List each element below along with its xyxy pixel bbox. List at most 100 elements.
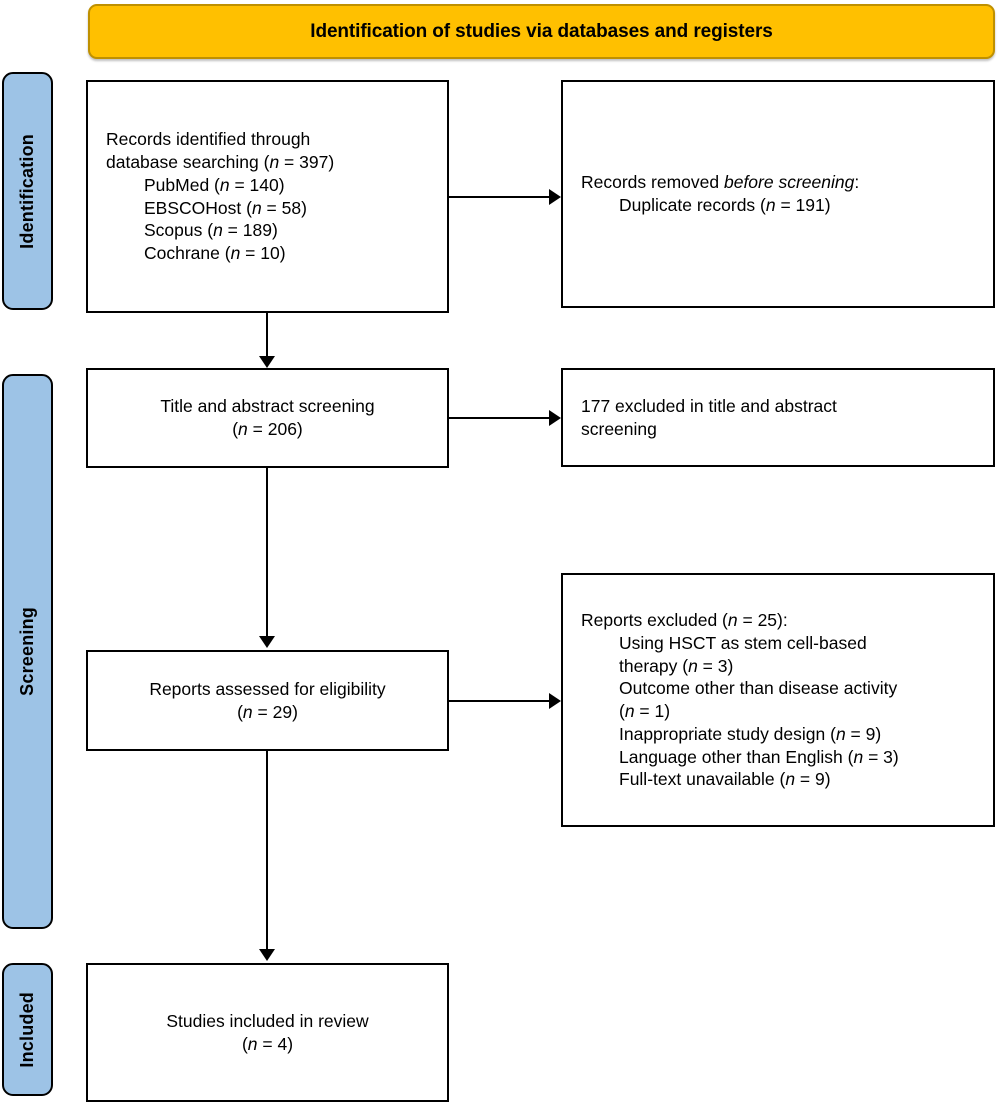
arrow-eligibility-to-excluded-line [449, 700, 551, 702]
records-identified-line2-n: n [269, 152, 280, 172]
reason-text-7: Full-text unavailable ( [619, 769, 786, 790]
reason-text-5: Inappropriate study design ( [619, 723, 836, 744]
box-reports-eligibility: Reports assessed for eligibility (n = 29… [86, 650, 449, 751]
reason-line-3: Outcome other than disease activity [581, 677, 993, 700]
phase-label-identification: Identification [17, 133, 37, 249]
arrow-eligibility-to-excluded-head-icon [549, 693, 561, 709]
phase-label-included: Included [17, 991, 37, 1068]
source-name-pubmed: PubMed ( [144, 174, 220, 195]
eligibility-line2-n: n [242, 701, 253, 722]
arrow-eligibility-to-included-head-icon [259, 949, 275, 961]
reason-n-6: n [853, 746, 864, 767]
records-identified-line1: Records identified through [106, 129, 311, 150]
studies-included-text: Studies included in review (n = 4) [88, 1010, 447, 1056]
records-removed-line2-suffix: = 191) [775, 195, 831, 215]
source-item-pubmed: PubMed (n = 140) [106, 174, 447, 197]
reports-excluded-header-prefix: Reports excluded ( [581, 610, 728, 630]
source-value-ebscohost: = 58) [261, 197, 307, 218]
source-item-ebscohost: EBSCOHost (n = 58) [106, 197, 447, 220]
arrow-eligibility-to-included-line [266, 751, 268, 951]
reason-text-2: therapy ( [619, 655, 689, 676]
reason-value-4: = 1) [634, 701, 671, 721]
reason-n-7: n [785, 769, 796, 790]
excluded-title-line1: 177 excluded in title and abstract [581, 395, 837, 416]
reason-value-5: = 9) [845, 723, 882, 744]
records-removed-line1-prefix: Records removed [581, 172, 724, 193]
arrow-screening-to-excluded-head-icon [549, 410, 561, 426]
banner-title: Identification of studies via databases … [310, 20, 773, 42]
box-excluded-title-abstract: 177 excluded in title and abstract scree… [561, 368, 995, 467]
reason-n-4: n [624, 701, 635, 721]
box-records-removed: Records removed before screening: Duplic… [561, 80, 995, 308]
source-value-pubmed: = 140) [229, 174, 285, 195]
arrow-screening-to-eligibility-line [266, 468, 268, 638]
reason-line-7: Full-text unavailable (n = 9) [581, 768, 993, 791]
phase-bar-screening: Screening [2, 374, 53, 929]
reports-excluded-header-suffix: = 25): [737, 610, 788, 630]
title-abstract-line2-suffix: = 206) [247, 419, 303, 439]
title-abstract-line2-prefix: ( [232, 419, 239, 439]
records-removed-line1-suffix: : [854, 172, 860, 193]
box-reports-excluded: Reports excluded (n = 25): Using HSCT as… [561, 573, 995, 827]
reason-line-6: Language other than English (n = 3) [581, 746, 993, 769]
arrow-identified-to-removed-head-icon [549, 189, 561, 205]
source-item-cochrane: Cochrane (n = 10) [106, 242, 447, 265]
arrow-screening-to-excluded-line [449, 417, 551, 419]
source-name-ebscohost: EBSCOHost ( [144, 197, 252, 218]
reason-n-5: n [835, 723, 846, 744]
studies-included-line2-suffix: = 4) [257, 1033, 294, 1054]
records-identified-text: Records identified through database sear… [88, 128, 447, 265]
box-title-abstract-screening: Title and abstract screening (n = 206) [86, 368, 449, 468]
eligibility-line2-prefix: ( [237, 701, 243, 722]
reason-line-2: therapy (n = 3) [581, 655, 993, 678]
arrow-identified-to-screening-line [266, 313, 268, 358]
source-item-scopus: Scopus (n = 189) [106, 219, 447, 242]
studies-included-line2-prefix: ( [241, 1033, 248, 1054]
records-removed-line1-italic: before screening [723, 172, 855, 193]
records-removed-line2-prefix: Duplicate records ( [619, 195, 766, 215]
reason-value-2: = 3) [697, 655, 734, 676]
diagram-header-banner: Identification of studies via databases … [88, 4, 995, 59]
reports-excluded-header-n: n [727, 610, 738, 630]
records-removed-line2: Duplicate records (n = 191) [581, 194, 993, 217]
reason-line-1: Using HSCT as stem cell-based [581, 632, 993, 655]
source-name-scopus: Scopus ( [144, 220, 214, 241]
phase-bar-included: Included [2, 963, 53, 1096]
arrow-screening-to-eligibility-head-icon [259, 636, 275, 648]
studies-included-line2-n: n [247, 1033, 258, 1054]
arrow-identified-to-removed-line [449, 196, 551, 198]
phase-bar-identification: Identification [2, 72, 53, 310]
excluded-title-line2: screening [581, 418, 657, 439]
source-n-scopus: n [213, 220, 223, 241]
title-abstract-line1: Title and abstract screening [160, 396, 375, 417]
reason-text-4: ( [619, 701, 625, 721]
reason-n-2: n [688, 655, 698, 676]
title-abstract-line2-n: n [238, 419, 248, 439]
records-removed-line2-n: n [765, 195, 776, 215]
reason-value-7: = 9) [795, 769, 831, 790]
source-n-cochrane: n [230, 243, 241, 263]
source-n-ebscohost: n [251, 197, 262, 218]
reason-line-4: (n = 1) [581, 700, 993, 723]
source-value-cochrane: = 10) [240, 243, 286, 263]
excluded-title-text: 177 excluded in title and abstract scree… [563, 395, 993, 441]
eligibility-text: Reports assessed for eligibility (n = 29… [88, 678, 447, 724]
title-abstract-text: Title and abstract screening (n = 206) [88, 395, 447, 441]
reports-excluded-text: Reports excluded (n = 25): Using HSCT as… [563, 609, 993, 791]
records-removed-text: Records removed before screening: Duplic… [563, 171, 993, 217]
reason-text-3: Outcome other than disease activity [619, 678, 898, 699]
records-identified-line2-suffix: = 397) [279, 152, 335, 172]
box-studies-included: Studies included in review (n = 4) [86, 963, 449, 1102]
source-n-pubmed: n [219, 174, 230, 195]
arrow-identified-to-screening-head-icon [259, 356, 275, 368]
phase-label-screening: Screening [17, 607, 37, 696]
reason-line-5: Inappropriate study design (n = 9) [581, 723, 993, 746]
reason-value-6: = 3) [863, 746, 899, 767]
source-name-cochrane: Cochrane ( [144, 243, 231, 263]
eligibility-line2-suffix: = 29) [252, 701, 298, 722]
box-records-identified: Records identified through database sear… [86, 80, 449, 313]
reason-text-1: Using HSCT as stem cell-based [619, 632, 867, 653]
records-identified-line2-prefix: database searching ( [106, 152, 270, 172]
eligibility-line1: Reports assessed for eligibility [149, 678, 386, 699]
